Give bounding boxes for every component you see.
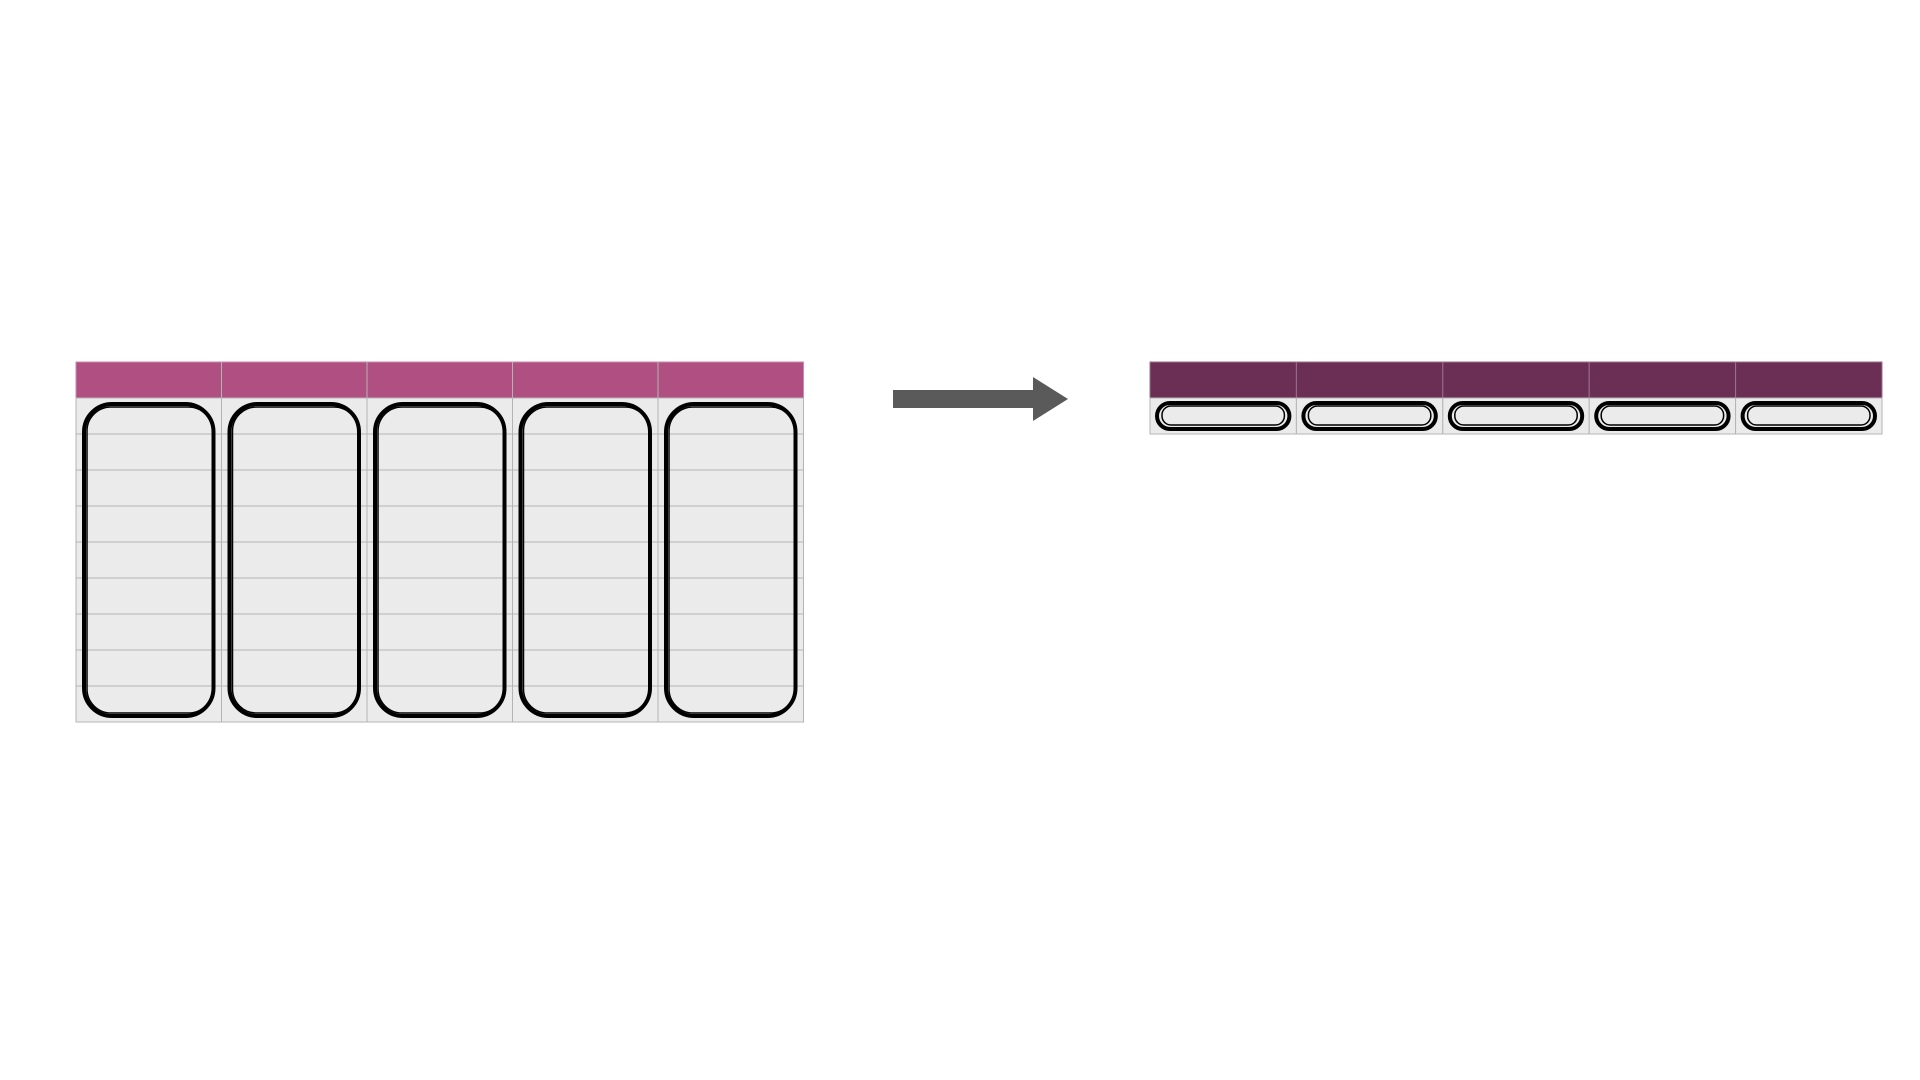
column-selection-outline <box>518 402 652 718</box>
table-body <box>75 397 804 723</box>
column-selection-outline <box>1594 401 1731 431</box>
header-cell <box>221 361 368 399</box>
column-selection-outline <box>1740 401 1877 431</box>
column-selection-inner <box>1454 405 1578 426</box>
right-arrow-icon <box>893 377 1068 421</box>
header-cell <box>512 361 659 399</box>
header-cell <box>1295 361 1444 399</box>
header-cell <box>75 361 222 399</box>
column-selection-inner <box>1600 405 1725 426</box>
column-selection-inner <box>668 406 796 714</box>
header-cell <box>366 361 513 399</box>
column-selection-outline <box>373 402 507 718</box>
column-selection-outline <box>1155 401 1292 431</box>
header-cell <box>1588 361 1737 399</box>
header-cell <box>657 361 804 399</box>
arrow-head <box>1033 377 1068 421</box>
column-selection-inner <box>377 406 505 714</box>
column-selection-outline <box>664 402 798 718</box>
column-selection-outline <box>82 402 216 718</box>
column-selection-inner <box>1746 405 1871 426</box>
column-selection-inner <box>1307 405 1432 426</box>
arrow-shaft <box>893 390 1035 408</box>
header-cell <box>1735 361 1883 399</box>
column-selection-inner <box>522 406 650 714</box>
header-cell <box>1442 361 1590 399</box>
header-cell <box>1149 361 1297 399</box>
column-selection-inner <box>86 406 214 714</box>
before-table <box>75 361 804 723</box>
column-selection-outline <box>227 402 361 718</box>
column-selection-outline <box>1447 401 1585 431</box>
column-selection-inner <box>1161 405 1286 426</box>
column-selection-inner <box>231 406 359 714</box>
after-table <box>1149 361 1883 435</box>
column-selection-outline <box>1301 401 1438 431</box>
